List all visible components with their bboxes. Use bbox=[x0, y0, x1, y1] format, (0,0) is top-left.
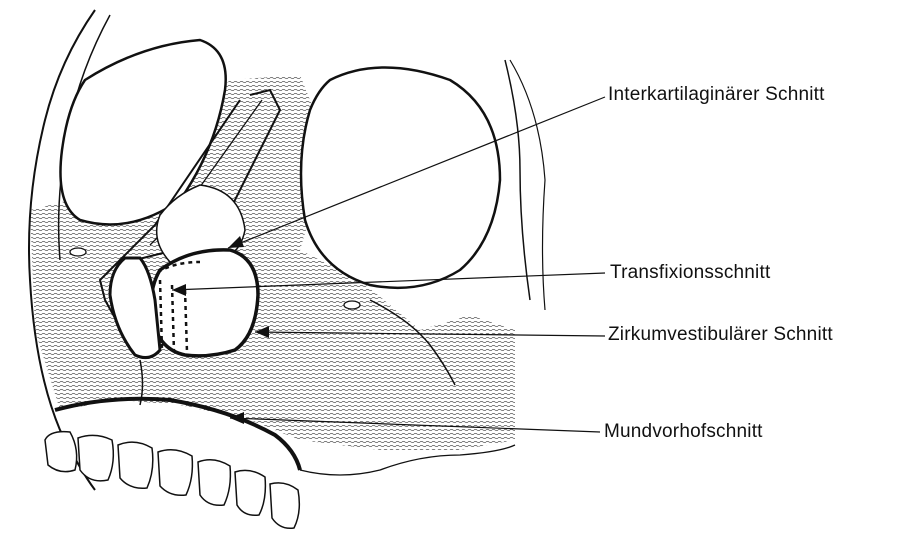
foramen-right bbox=[344, 301, 360, 309]
foramen-left bbox=[70, 248, 86, 256]
label-zirkumvestibulaer: Zirkumvestibulärer Schnitt bbox=[608, 324, 833, 346]
right-orbit bbox=[301, 68, 500, 288]
label-mundvorhof: Mundvorhofschnitt bbox=[604, 421, 763, 443]
label-transfixion: Transfixionsschnitt bbox=[610, 262, 770, 284]
skull-right-edge-2 bbox=[510, 60, 545, 310]
alar-cartilage bbox=[151, 250, 258, 356]
skull-right-edge bbox=[505, 60, 530, 300]
teeth-row bbox=[45, 432, 299, 529]
label-interkartilaginaer: Interkartilaginärer Schnitt bbox=[608, 84, 825, 106]
